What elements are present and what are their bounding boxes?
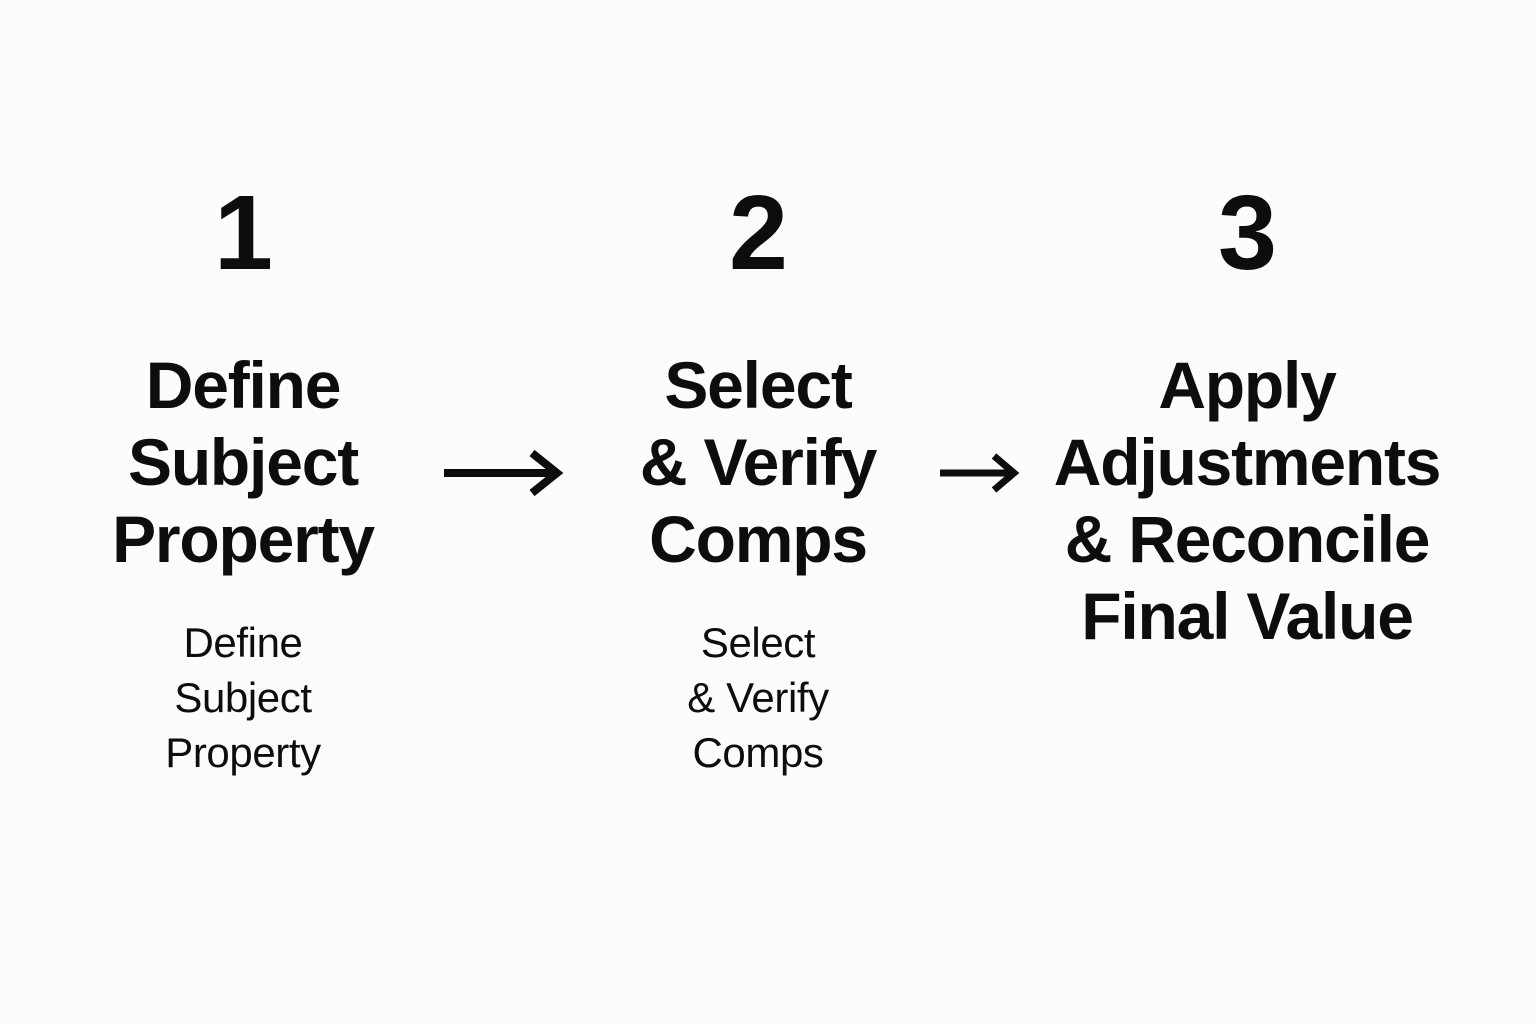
step-3-number: 3 [1218,174,1277,292]
process-step-2: 2 Select & Verify Comps Select & Verify … [578,180,938,780]
step-1-title: Define Subject Property [112,348,375,576]
right-arrow-icon [440,448,564,498]
process-step-1: 1 Define Subject Property Define Subject… [63,180,423,780]
step-3-title: Apply Adjustments & Reconcile Final Valu… [1053,348,1442,653]
process-step-3: 3 Apply Adjustments & Reconcile Final Va… [1005,180,1489,655]
step-2-number: 2 [729,174,788,292]
step-2-title: Select & Verify Comps [639,348,877,576]
right-arrow-icon [936,450,1020,496]
step-1-number: 1 [214,174,273,292]
step-2-subtitle: Select & Verify Comps [687,619,829,776]
step-1-subtitle: Define Subject Property [165,619,321,776]
